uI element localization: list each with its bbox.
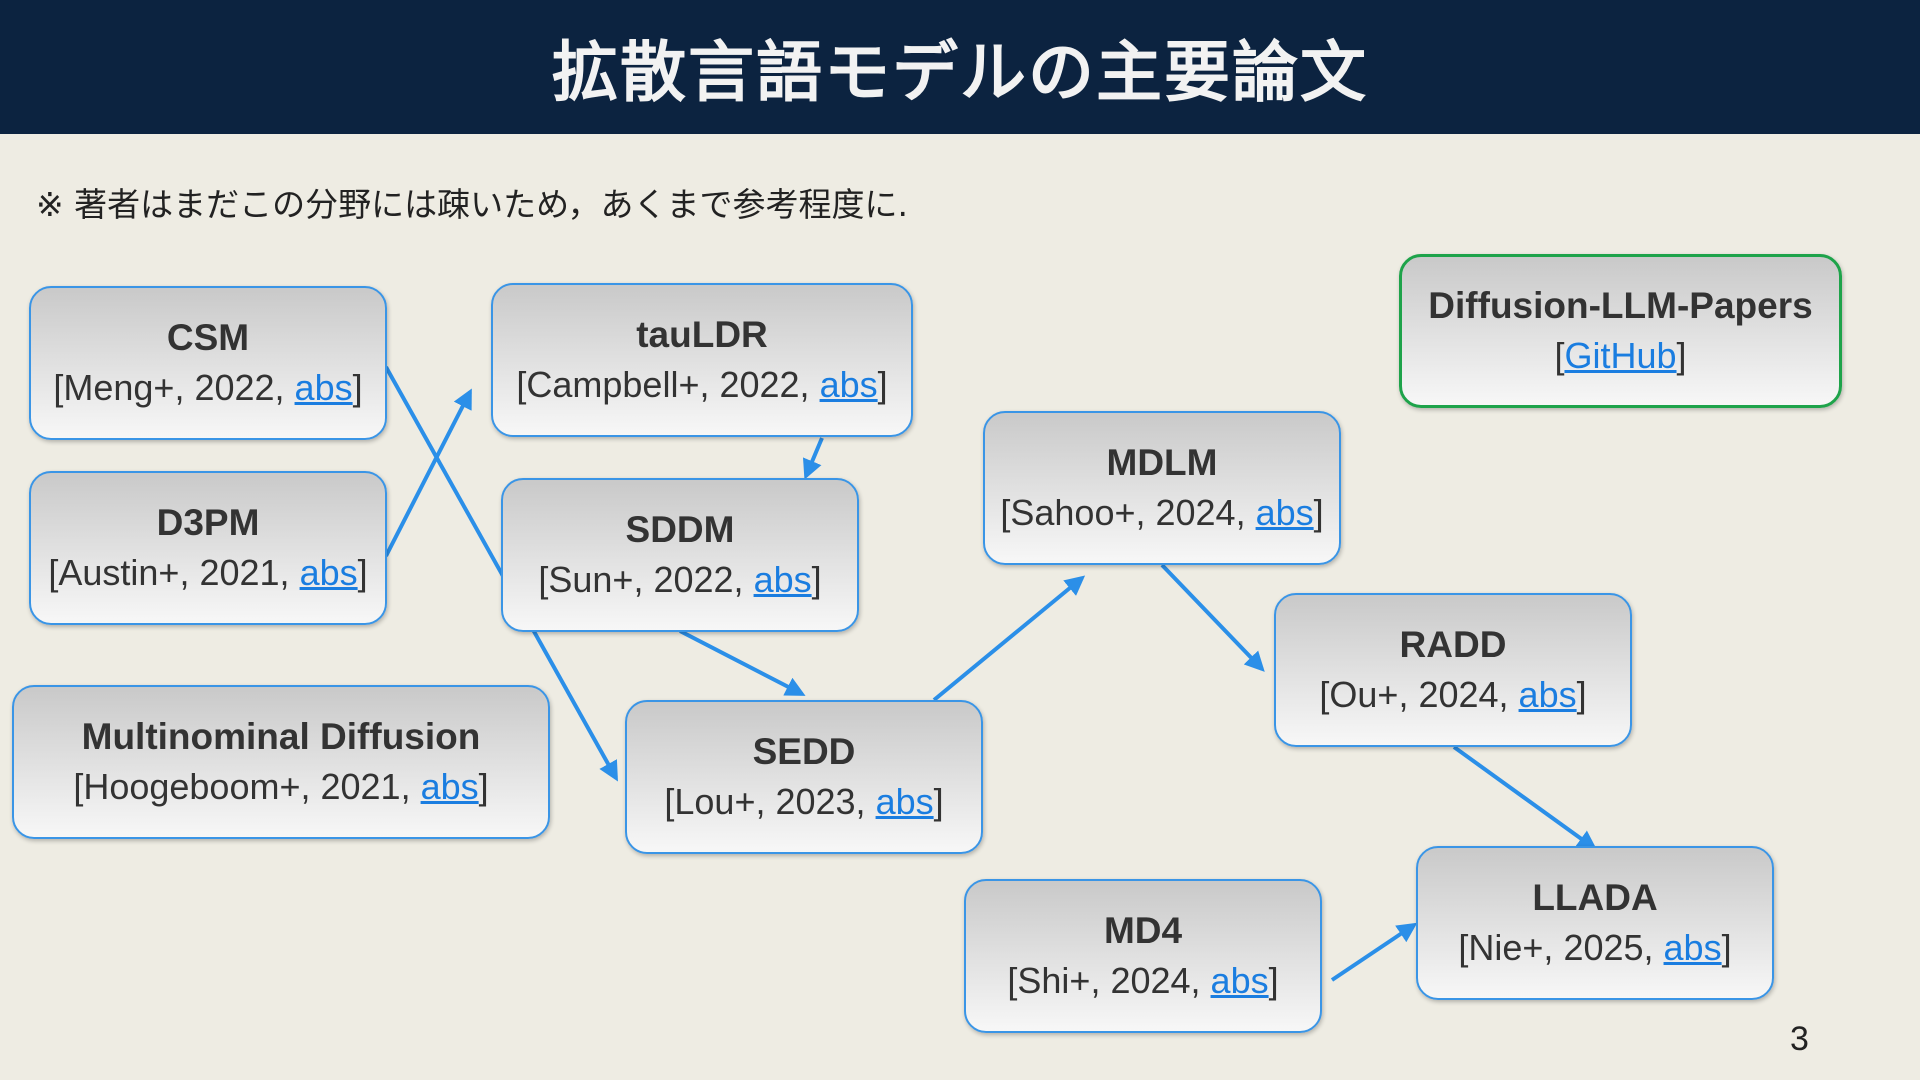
citation-close: ]: [877, 364, 888, 405]
paper-citation: [Hoogeboom+, 2021, abs]: [73, 766, 488, 808]
citation-text: [Sahoo+, 2024,: [1000, 492, 1256, 533]
citation-close: ]: [1268, 960, 1279, 1001]
arrow-d3pm-to-tauldr: [384, 388, 472, 557]
abs-link[interactable]: abs: [875, 781, 934, 822]
citation-text: [Shi+, 2024,: [1007, 960, 1211, 1001]
title-bar: 拡散言語モデルの主要論文: [0, 0, 1920, 134]
citation-close: ]: [1676, 335, 1687, 376]
paper-box-sddm: SDDM [Sun+, 2022, abs]: [501, 478, 859, 632]
abs-link[interactable]: abs: [1255, 492, 1314, 533]
abs-link[interactable]: abs: [1210, 960, 1269, 1001]
paper-name: RADD: [1399, 624, 1507, 665]
paper-box-md4: MD4 [Shi+, 2024, abs]: [964, 879, 1322, 1033]
paper-box-radd: RADD [Ou+, 2024, abs]: [1274, 593, 1632, 747]
citation-text: [Hoogeboom+, 2021,: [73, 766, 421, 807]
paper-box-csm: CSM [Meng+, 2022, abs]: [29, 286, 387, 440]
citation-close: ]: [357, 552, 368, 593]
paper-name: Multinominal Diffusion: [81, 716, 481, 757]
paper-citation: [Sahoo+, 2024, abs]: [1000, 492, 1323, 534]
paper-box-llada: LLADA [Nie+, 2025, abs]: [1416, 846, 1774, 1000]
paper-citation: [Campbell+, 2022, abs]: [516, 364, 887, 406]
paper-name: MD4: [1103, 910, 1183, 951]
paper-box-tauldr: tauLDR [Campbell+, 2022, abs]: [491, 283, 913, 437]
abs-link[interactable]: abs: [753, 559, 812, 600]
citation-close: ]: [1576, 674, 1587, 715]
paper-name: LLADA: [1532, 877, 1658, 918]
github-link[interactable]: GitHub: [1564, 335, 1677, 376]
page-number: 3: [1790, 1020, 1809, 1058]
citation-text: [Meng+, 2022,: [53, 367, 295, 408]
paper-citation: [Ou+, 2024, abs]: [1319, 674, 1586, 716]
paper-box-sedd: SEDD [Lou+, 2023, abs]: [625, 700, 983, 854]
citation-text: [Campbell+, 2022,: [516, 364, 820, 405]
abs-link[interactable]: abs: [420, 766, 479, 807]
citation-text: [Sun+, 2022,: [538, 559, 754, 600]
paper-citation: [Shi+, 2024, abs]: [1007, 960, 1278, 1002]
repo-name: Diffusion-LLM-Papers: [1428, 285, 1813, 326]
citation-close: ]: [1721, 927, 1732, 968]
arrow-sedd-to-mdlm: [932, 575, 1086, 702]
paper-box-multinominal-diffusion: Multinominal Diffusion [Hoogeboom+, 2021…: [12, 685, 550, 839]
abs-link[interactable]: abs: [819, 364, 878, 405]
slide-title: 拡散言語モデルの主要論文: [552, 34, 1368, 111]
abs-link[interactable]: abs: [294, 367, 353, 408]
arrow-sddm-to-sedd: [679, 629, 806, 696]
abs-link[interactable]: abs: [1518, 674, 1577, 715]
paper-citation: [Meng+, 2022, abs]: [53, 367, 362, 409]
repo-citation: [GitHub]: [1554, 335, 1686, 377]
citation-close: ]: [352, 367, 363, 408]
citation-text: [Ou+, 2024,: [1319, 674, 1519, 715]
paper-citation: [Lou+, 2023, abs]: [664, 781, 943, 823]
paper-name: D3PM: [156, 502, 260, 543]
paper-citation: [Austin+, 2021, abs]: [48, 552, 367, 594]
citation-close: ]: [933, 781, 944, 822]
paper-box-d3pm: D3PM [Austin+, 2021, abs]: [29, 471, 387, 625]
paper-name: tauLDR: [636, 314, 768, 355]
paper-name: CSM: [166, 317, 250, 358]
arrow-tauldr-to-sddm: [802, 437, 824, 480]
citation-text: [Nie+, 2025,: [1458, 927, 1664, 968]
arrow-mdlm-to-radd: [1160, 563, 1265, 672]
paper-name: SEDD: [752, 731, 856, 772]
citation-close: ]: [1313, 492, 1324, 533]
arrow-radd-to-llada: [1452, 745, 1598, 851]
paper-name: MDLM: [1106, 442, 1218, 483]
citation-close: ]: [811, 559, 822, 600]
citation-text: [Austin+, 2021,: [48, 552, 300, 593]
paper-citation: [Nie+, 2025, abs]: [1458, 927, 1731, 969]
paper-box-mdlm: MDLM [Sahoo+, 2024, abs]: [983, 411, 1341, 565]
citation-text: [Lou+, 2023,: [664, 781, 876, 822]
abs-link[interactable]: abs: [299, 552, 358, 593]
citation-open: [: [1554, 335, 1565, 376]
abs-link[interactable]: abs: [1663, 927, 1722, 968]
citation-close: ]: [478, 766, 489, 807]
disclaimer-note: ※ 著者はまだこの分野には疎いため，あくまで参考程度に.: [36, 185, 908, 224]
paper-citation: [Sun+, 2022, abs]: [538, 559, 821, 601]
paper-name: SDDM: [625, 509, 735, 550]
arrow-md4-to-llada: [1330, 922, 1418, 982]
github-repo-box: Diffusion-LLM-Papers [GitHub]: [1399, 254, 1842, 408]
